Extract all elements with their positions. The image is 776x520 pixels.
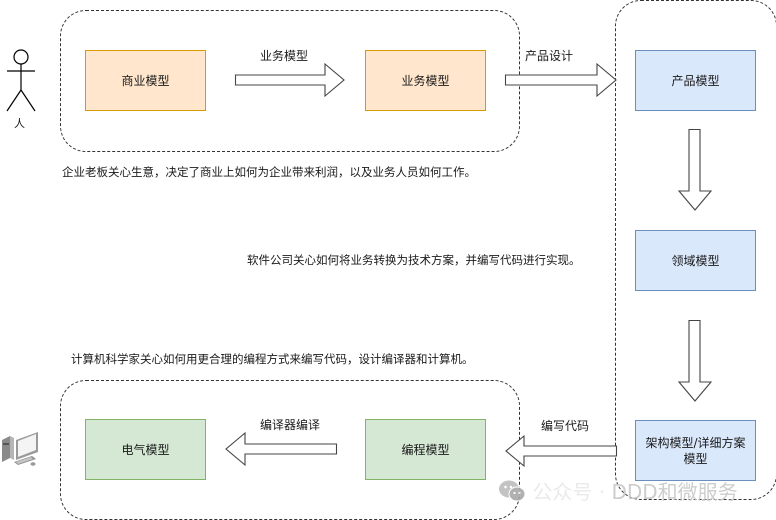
person-stick-figure-icon (6, 49, 36, 112)
software-group (615, 0, 776, 500)
arrow-domain-to-architecture (677, 319, 713, 402)
note-computer-science: 计算机科学家关心如何用更合理的编程方式来编写代码，设计编译器和计算机。 (71, 352, 474, 366)
arrow-architecture-to-programming (505, 434, 618, 468)
arrow-product-to-domain (677, 128, 713, 211)
arrow-architecture-to-programming-label: 编写代码 (541, 419, 590, 433)
desktop-computer-icon (2, 432, 38, 466)
watermark: 公众号 · DDD和微服务 (498, 476, 738, 505)
note-business: 企业老板关心生意，决定了商业上如何为企业带来利润，以及业务人员如何工作。 (62, 165, 476, 179)
programming-model-label: 编程模型 (401, 442, 450, 457)
service-model-label: 业务模型 (401, 73, 450, 88)
arrow-business-to-service-label: 业务模型 (260, 49, 309, 63)
architecture-model-box[interactable]: 架构模型/详细方案模型 (635, 420, 756, 481)
watermark-prefix: 公众号 · (532, 480, 606, 504)
arrow-service-to-product (504, 62, 617, 98)
note-software: 软件公司关心如何将业务转换为技术方案，并编写代码进行实现。 (247, 253, 581, 267)
arrow-service-to-product-label: 产品设计 (525, 49, 574, 63)
domain-model-label: 领域模型 (671, 253, 720, 268)
person-label: 人 (14, 117, 25, 130)
wechat-icon (499, 480, 526, 502)
arrow-programming-to-electrical-label: 编译器编译 (260, 418, 321, 432)
arrow-business-to-service (234, 62, 345, 98)
business-model-label: 商业模型 (121, 73, 170, 88)
product-model-label: 产品模型 (671, 73, 720, 88)
domain-model-box[interactable]: 领域模型 (635, 230, 756, 291)
service-model-box[interactable]: 业务模型 (365, 50, 486, 111)
electrical-model-label: 电气模型 (121, 442, 170, 457)
watermark-text: DDD和微服务 (611, 480, 738, 504)
architecture-model-label: 架构模型/详细方案模型 (645, 435, 746, 466)
arrow-programming-to-electrical (225, 431, 338, 467)
electrical-model-box[interactable]: 电气模型 (85, 419, 206, 480)
programming-model-box[interactable]: 编程模型 (365, 419, 486, 480)
business-model-box[interactable]: 商业模型 (85, 50, 206, 111)
product-model-box[interactable]: 产品模型 (635, 50, 756, 111)
